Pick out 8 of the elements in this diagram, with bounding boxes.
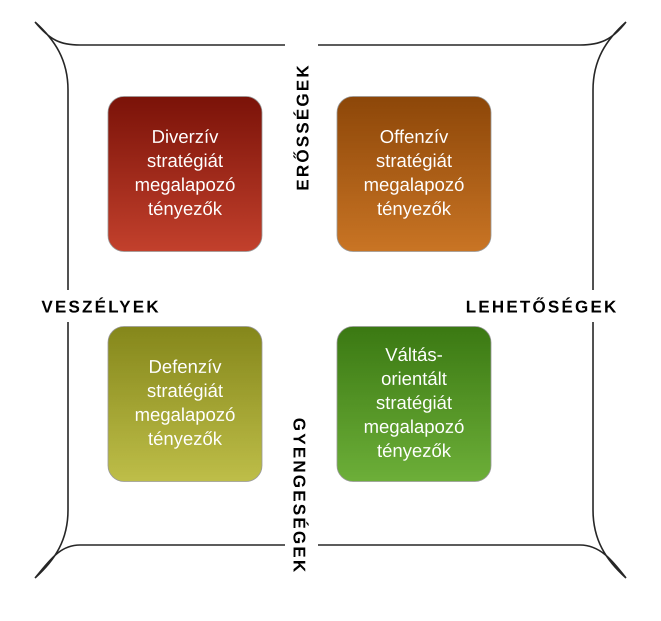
strategy-box: Defenzív stratégiát megalapozó tényezők — [108, 326, 262, 482]
strategy-box: Offenzív stratégiát megalapozó tényezők — [336, 96, 492, 252]
strategy-box: Diverzív stratégiát megalapozó tényezők — [108, 96, 262, 252]
axis-label: ERŐSSÉGEK — [293, 65, 309, 190]
axis-label: GYENGESÉGEK — [293, 418, 309, 572]
axis-label: LEHETŐSÉGEK — [466, 297, 616, 313]
strategy-box: Váltás-orientált stratégiát megalapozó tényezők — [336, 326, 492, 482]
axis-label: VESZÉLYEK — [42, 297, 158, 313]
